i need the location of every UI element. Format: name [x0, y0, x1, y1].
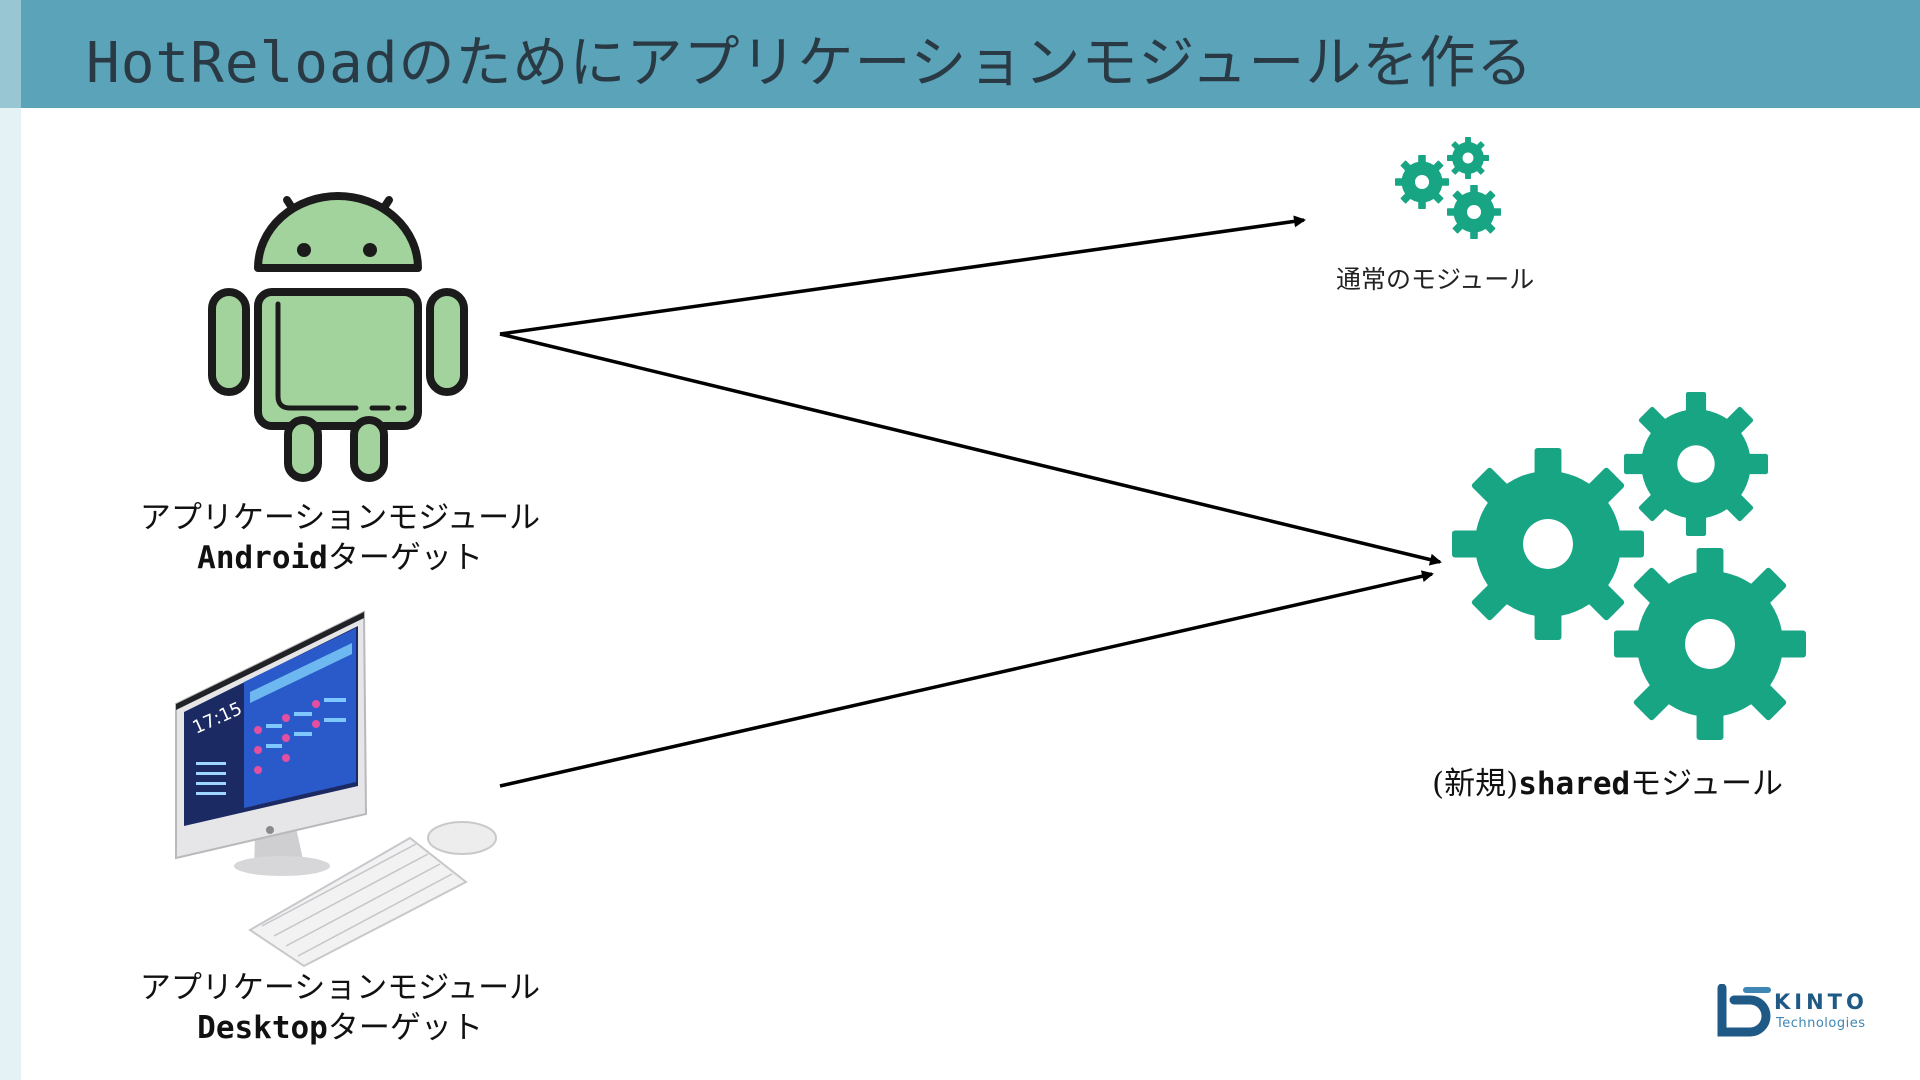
arrow-android-to-shared: [499, 332, 1442, 566]
desktop-module-label: アプリケーションモジュール Desktopターゲット: [110, 968, 570, 1048]
desktop-target-jp: ターゲット: [327, 1010, 483, 1046]
left-margin-strip: [0, 0, 21, 1080]
android-target-ascii: Android: [197, 540, 328, 576]
android-target-jp: ターゲット: [327, 540, 483, 576]
page-title-jp: のためにアプリケーションモジュールを作る: [398, 31, 1534, 96]
page-title-ascii: HotReload: [86, 31, 399, 96]
desktop-computer-icon: 17:15: [175, 610, 497, 968]
gear-cluster-icon: [1395, 137, 1501, 239]
android-module-label-line2: Androidターゲット: [110, 538, 570, 578]
normal-module-label: 通常のモジュール: [1336, 265, 1535, 294]
shared-module-label: (新規)sharedモジュール: [1432, 758, 1783, 803]
title-bar: HotReloadのためにアプリケーションモジュールを作る: [0, 0, 1920, 108]
desktop-target-ascii: Desktop: [197, 1010, 328, 1046]
kinto-logo-sub: Technologies: [1776, 1016, 1866, 1031]
kinto-logo: KINTO Technologies: [1716, 982, 1876, 1042]
desktop-module-label-line2: Desktopターゲット: [110, 1008, 570, 1048]
android-robot-icon: [208, 192, 468, 482]
kinto-logo-word: KINTO: [1774, 990, 1868, 1014]
gear-cluster-icon: [1452, 392, 1806, 740]
kinto-logo-mark-icon: [1717, 984, 1771, 1037]
android-module-label-line1: アプリケーションモジュール: [139, 500, 541, 536]
arrow-android-to-normal: [499, 215, 1306, 336]
shared-module-ascii: shared: [1518, 766, 1631, 802]
title-bar-accent: [0, 0, 21, 108]
shared-module-prefix: (新規): [1432, 766, 1519, 802]
shared-module-suffix: モジュール: [1630, 766, 1784, 802]
android-module-label: アプリケーションモジュール Androidターゲット: [110, 498, 570, 578]
desktop-module-label-line1: アプリケーションモジュール: [139, 970, 541, 1006]
page-title: HotReloadのためにアプリケーションモジュールを作る: [86, 18, 1533, 99]
arrow-desktop-to-shared: [499, 570, 1434, 788]
